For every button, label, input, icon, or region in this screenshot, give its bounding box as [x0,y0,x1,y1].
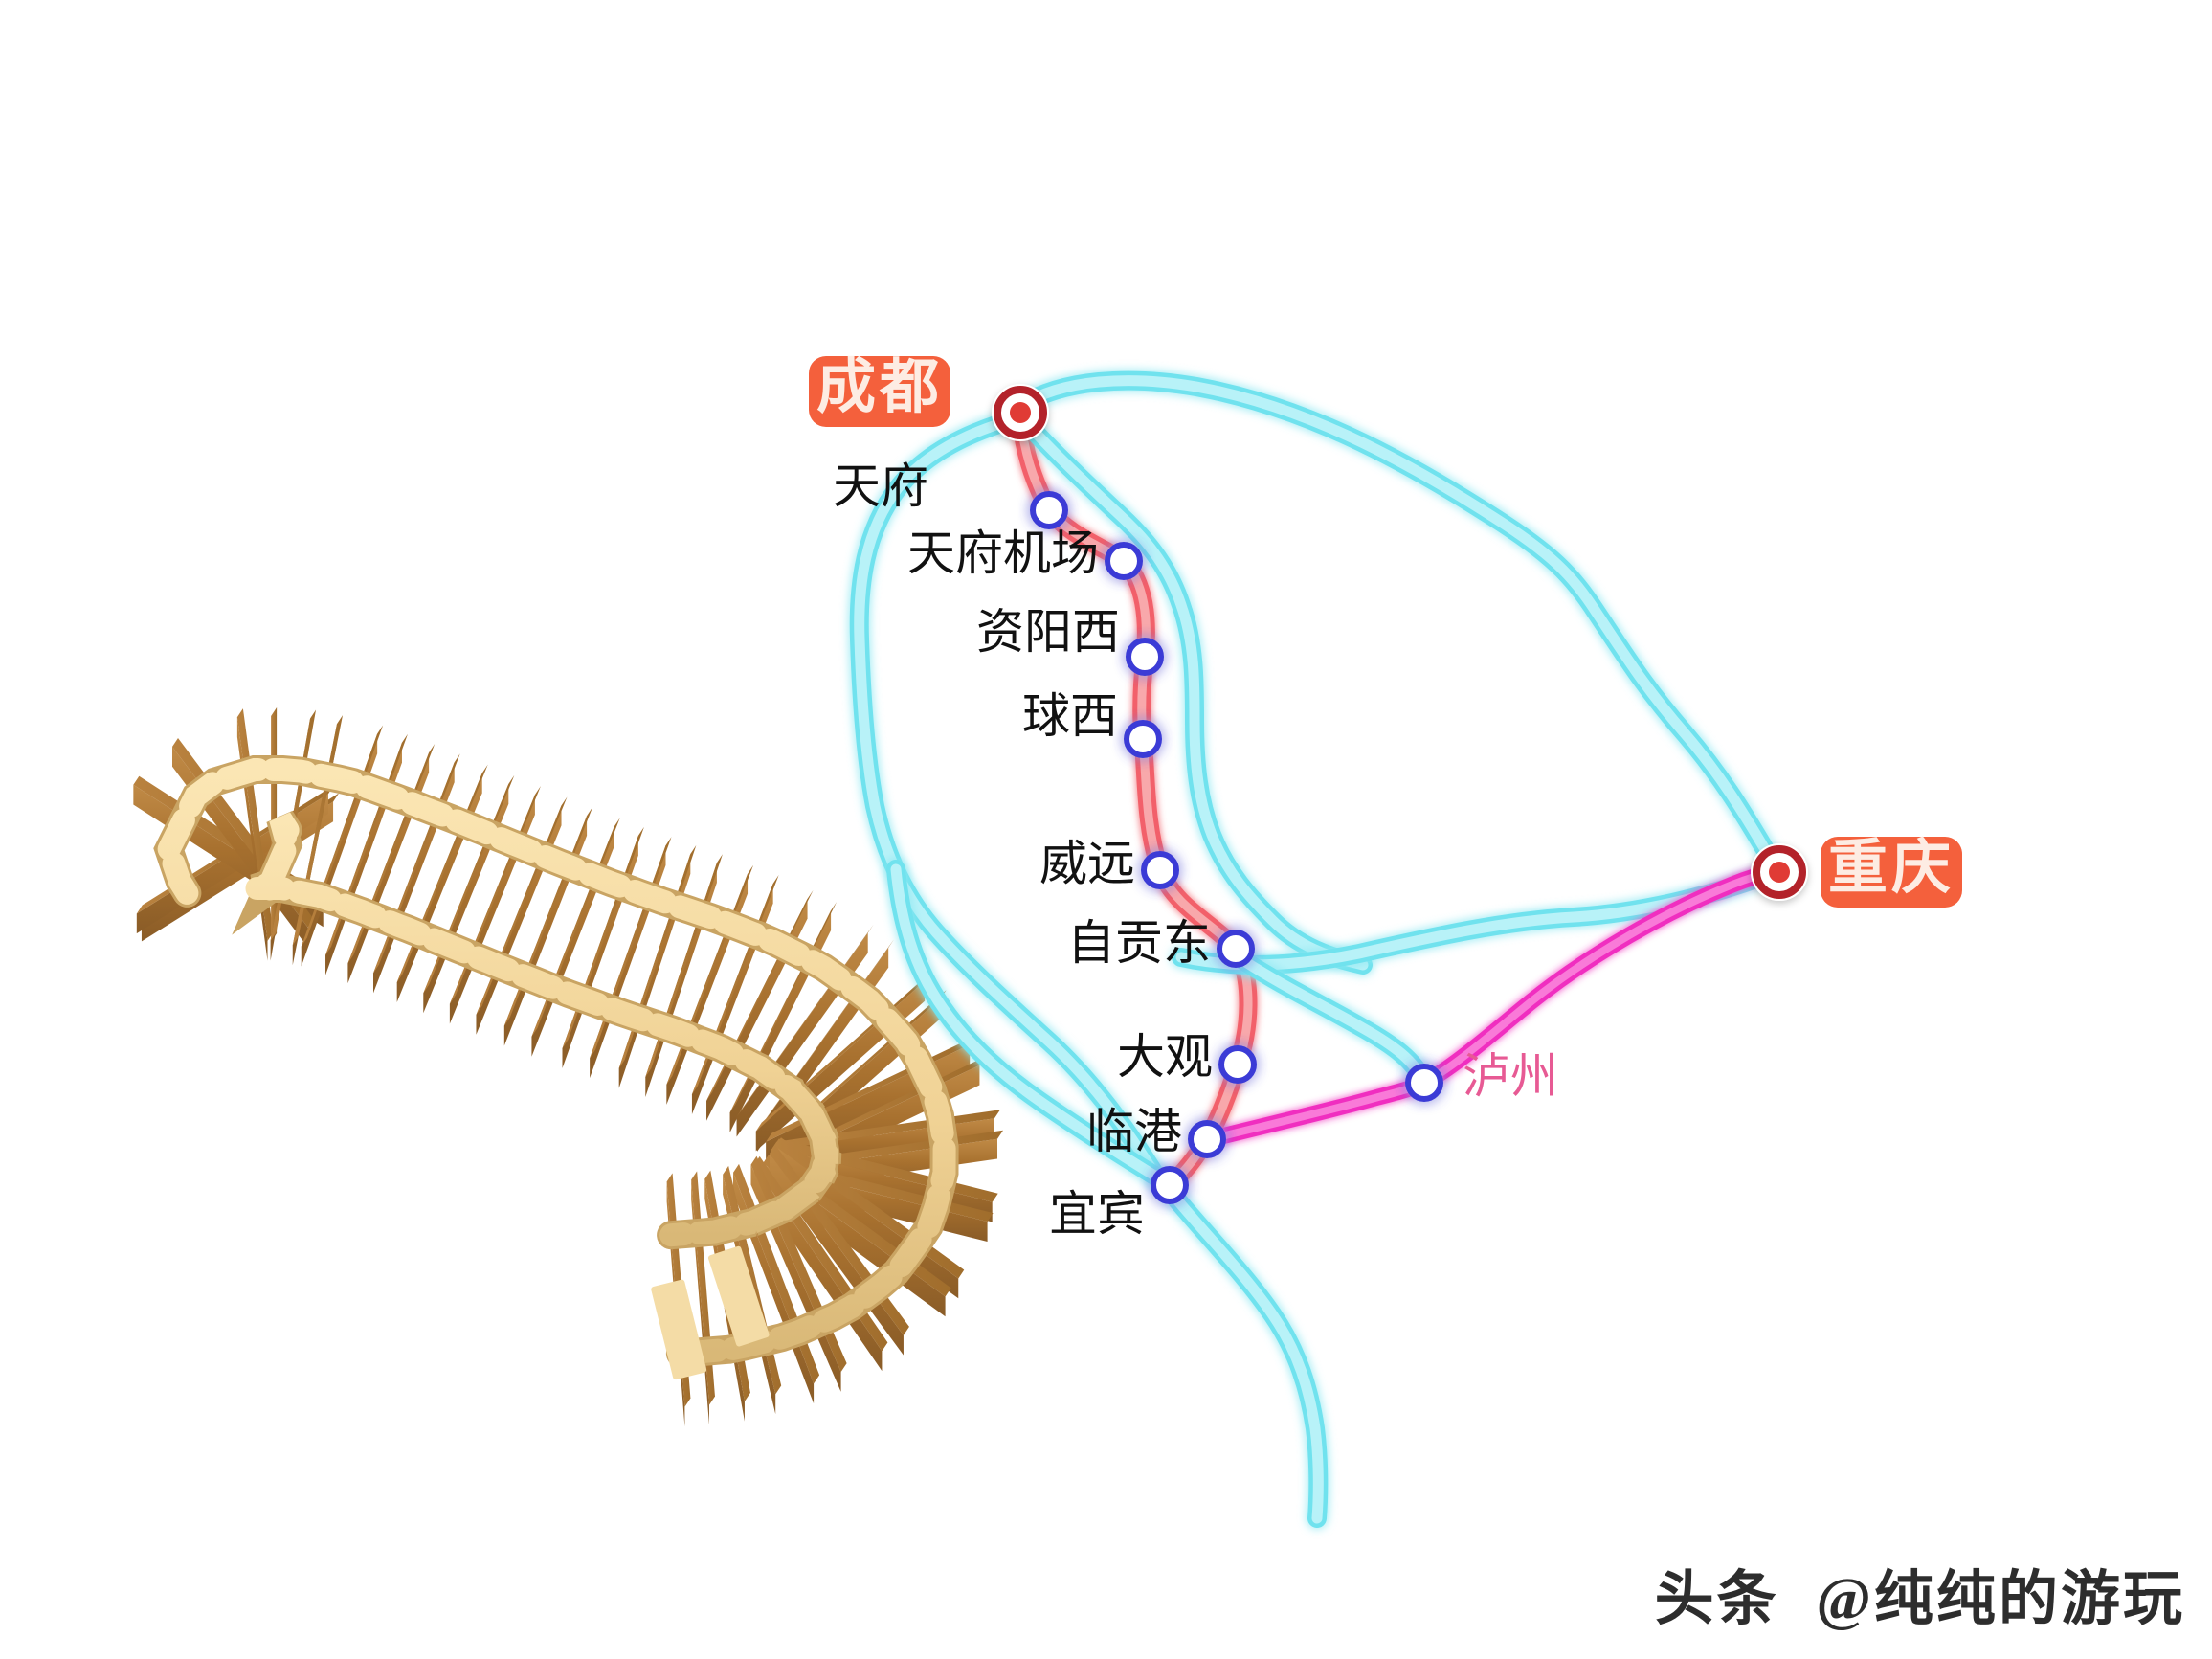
station-marker-daguan[interactable] [1218,1045,1257,1084]
track-end-tie [707,1245,770,1347]
terminus-marker-chengdu[interactable] [992,384,1049,441]
station-label-yibin: 宜宾 [1049,1187,1145,1241]
station-label-luzhou: 泸州 [1463,1049,1558,1103]
rail-line-weiyuan-chongqing-cyan [1172,867,1771,975]
station-marker-weiyuan[interactable] [1141,851,1179,889]
station-label-tianfu: 天府 [833,460,928,513]
rail-line-zigong-luzhou-cyan [1235,952,1434,1092]
station-label-tianfu-airport: 天府机场 [907,527,1099,580]
station-marker-zigong-east[interactable] [1217,930,1255,968]
watermark-prefix: 头条 [1654,1566,1779,1632]
station-label-zigong-east: 自贡东 [1067,916,1211,970]
station-marker-qiuxi[interactable] [1124,720,1162,758]
track-rail-right [238,812,839,1247]
city-badge-chengdu[interactable]: 成都 [809,356,950,427]
rail-line-parallel-cyan-branch [1024,421,1373,975]
terminus-marker-chongqing[interactable] [1751,843,1808,901]
station-label-weiyuan: 威远 [1039,837,1135,890]
watermark-handle: 纯纯的游玩 [1873,1566,2185,1632]
rail-line-lingang-luzhou-chongqing-magenta [1201,863,1785,1148]
station-label-ziyang-west: 资阳西 [976,605,1120,659]
rail-line-chengdu-west-loop-cyan [849,410,1168,1189]
station-label-lingang: 临港 [1086,1105,1182,1158]
station-label-daguan: 大观 [1117,1030,1213,1084]
city-badge-chongqing[interactable]: 重庆 [1821,837,1962,908]
watermark: 头条 @纯纯的游玩 [1655,1550,2185,1636]
track-rail-left [156,758,956,1365]
station-marker-lingang[interactable] [1188,1120,1226,1158]
rail-line-chengdu-chongqing-north-cyan [1011,370,1785,876]
station-label-qiuxi: 球西 [1022,689,1118,743]
rail-line-yibin-southeast-cyan [1160,1181,1329,1528]
track-end-tie [651,1279,707,1380]
station-marker-tianfu-airport[interactable] [1105,542,1143,580]
station-marker-luzhou[interactable] [1405,1064,1443,1102]
station-marker-yibin[interactable] [1151,1166,1189,1204]
rail-line-chengdu-yibin-red [1011,409,1258,1195]
station-marker-ziyang-west[interactable] [1126,638,1164,676]
station-marker-tianfu[interactable] [1030,491,1068,529]
watermark-at-icon: @ [1798,1567,1874,1632]
rail-line-yibin-northwest-cyan [886,860,1173,1191]
